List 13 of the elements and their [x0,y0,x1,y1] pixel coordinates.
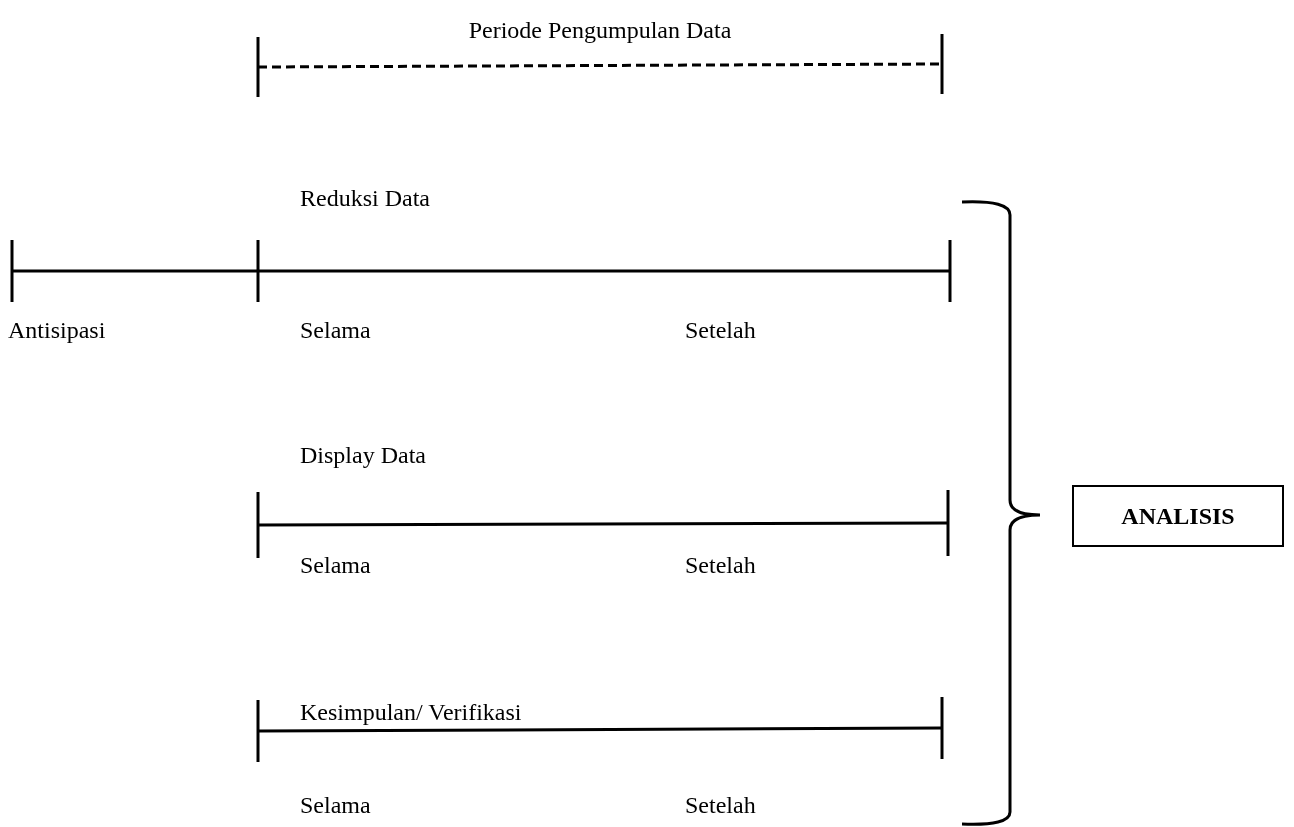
timeline-label: Display Data [300,441,426,469]
timeline-label: Selama [300,551,371,579]
timeline-label: Kesimpulan/ Verifikasi [300,698,522,726]
timeline-label: Reduksi Data [300,184,430,212]
timeline-label: Periode Pengumpulan Data [468,16,732,44]
analysis-box [1072,485,1284,547]
timeline-label: Setelah [685,551,756,579]
timeline-label: Setelah [685,316,756,344]
timeline-label: Selama [300,316,371,344]
timeline-label: Selama [300,791,371,819]
timeline-label: Antisipasi [8,316,106,344]
timeline-label: Setelah [685,791,756,819]
box-title: ANALISIS [1121,502,1235,530]
